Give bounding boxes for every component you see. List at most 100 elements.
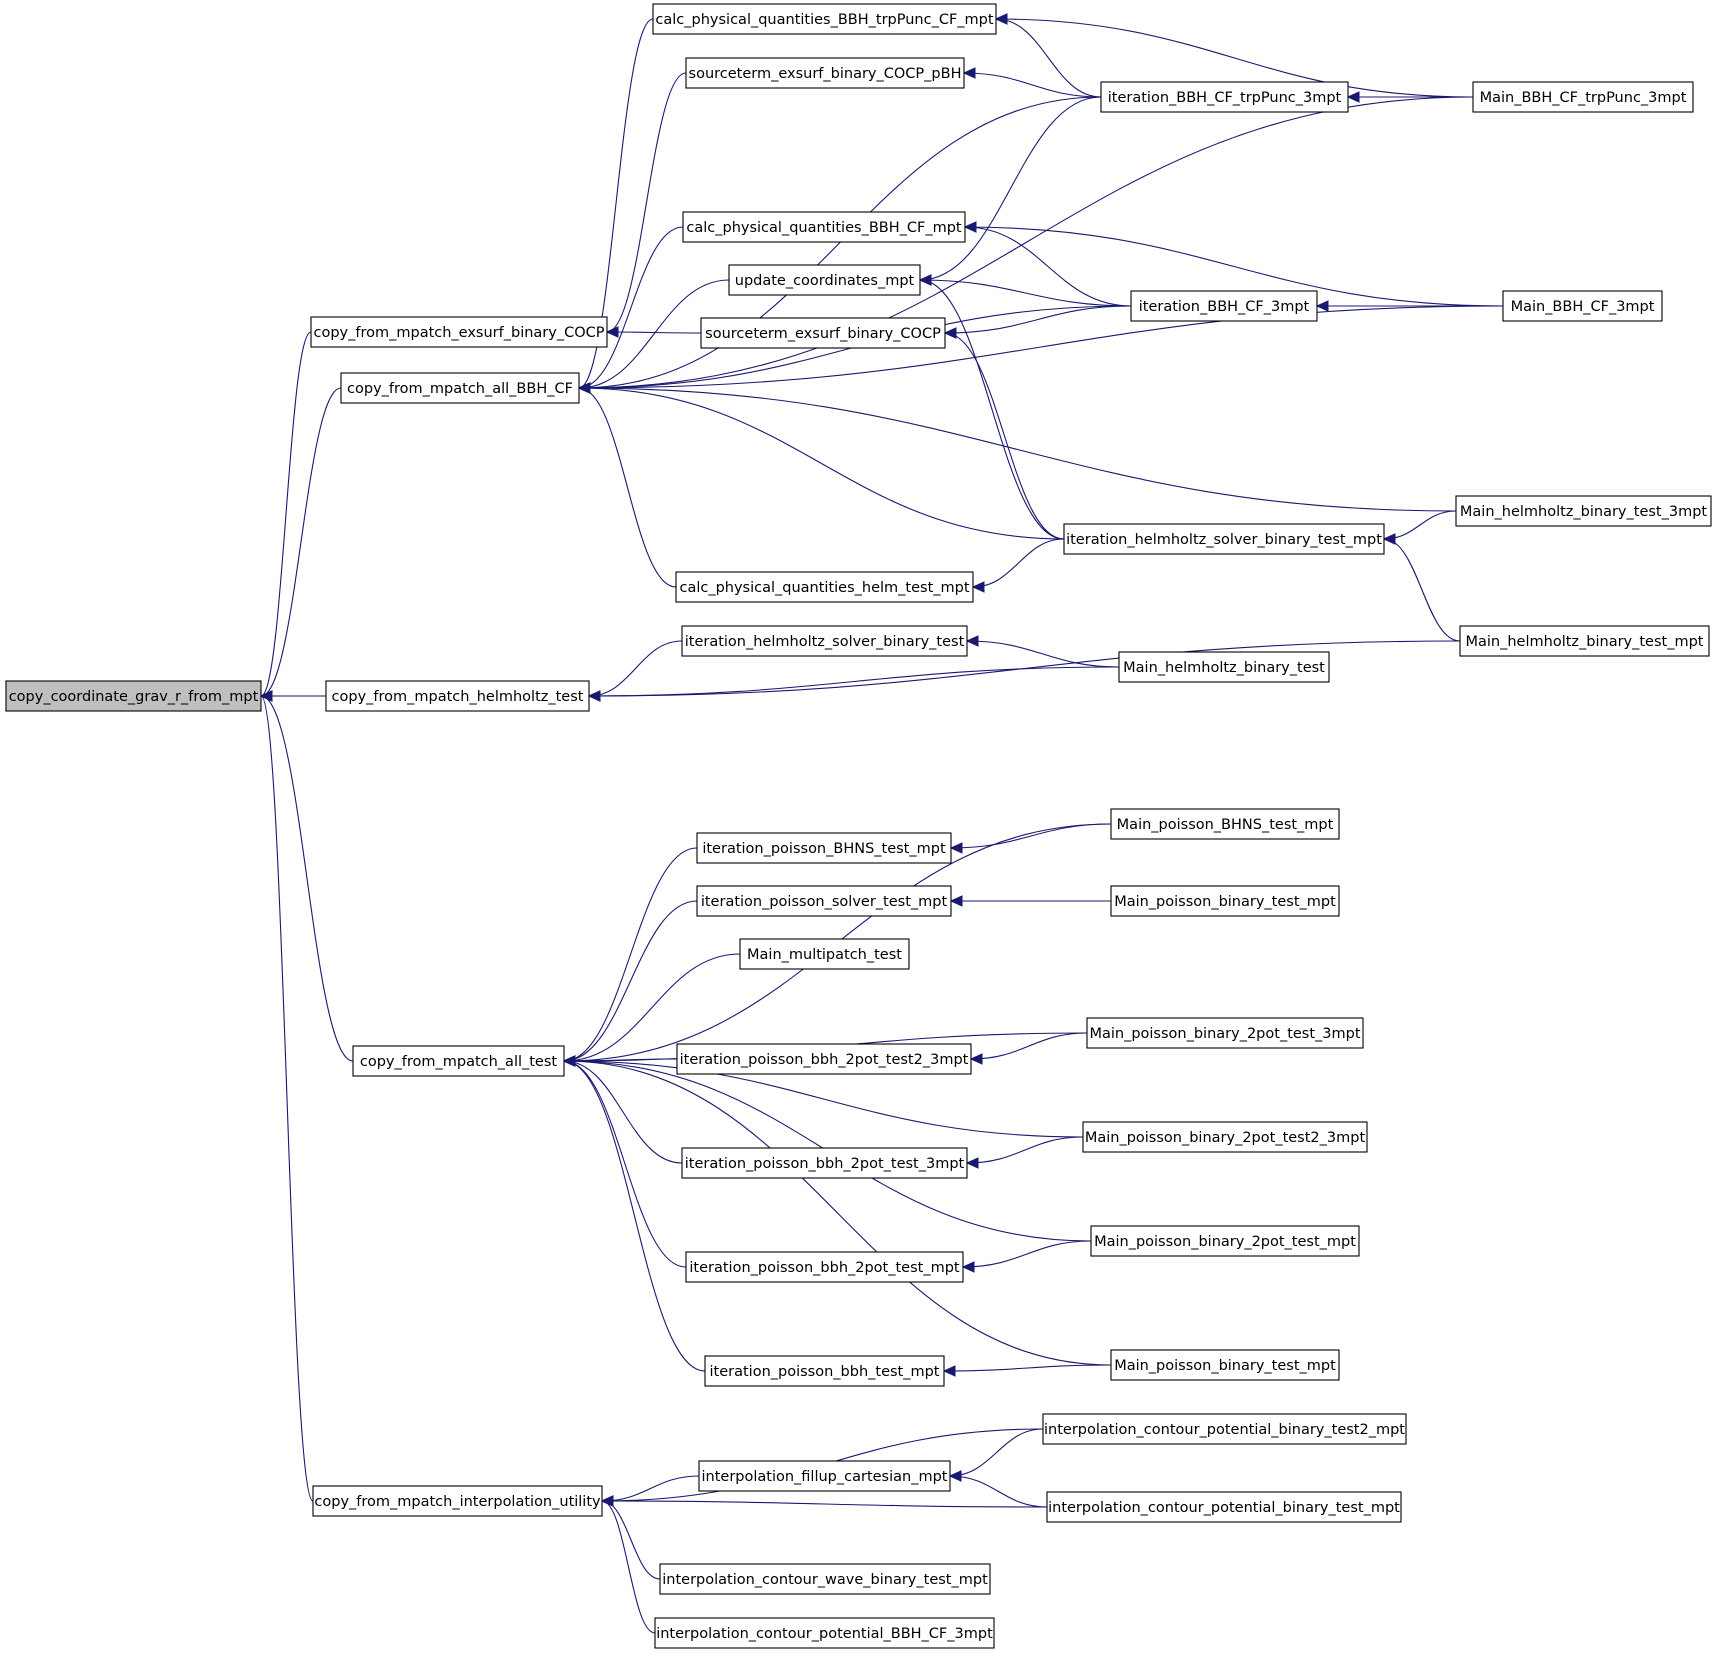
graph-node-main-helm-mpt[interactable]: Main_helmholtz_binary_test_mpt <box>1459 625 1710 657</box>
graph-node-main-pbin[interactable]: Main_poisson_binary_test_mpt <box>1110 885 1340 917</box>
edge-main-2pot2-to-cfm-alltest <box>563 1060 1084 1138</box>
graph-node-src-pbh[interactable]: sourceterm_exsurf_binary_COCP_pBH <box>685 57 965 89</box>
edge-main-helm3-to-cfm-allbbh <box>578 387 1457 512</box>
node-box <box>1090 1225 1360 1257</box>
graph-node-it-helm-mpt[interactable]: iteration_helmholtz_solver_binary_test_m… <box>1063 523 1385 555</box>
graph-node-interp-wave[interactable]: interpolation_contour_wave_binary_test_m… <box>659 1563 991 1595</box>
edge-it-solver-to-cfm-alltest <box>563 900 698 1062</box>
node-box <box>1110 808 1340 840</box>
graph-node-cfm-interp[interactable]: copy_from_mpatch_interpolation_utility <box>312 1485 603 1517</box>
graph-node-main-trp[interactable]: Main_BBH_CF_trpPunc_3mpt <box>1472 81 1694 113</box>
edge-it-trp-to-src-pbh <box>963 72 1102 98</box>
graph-node-it-cf3[interactable]: iteration_BBH_CF_3mpt <box>1130 290 1318 322</box>
node-label: copy_from_mpatch_exsurf_binary_COCP <box>314 325 605 341</box>
graph-node-it-solver[interactable]: iteration_poisson_solver_test_mpt <box>696 885 952 917</box>
node-box <box>685 57 965 89</box>
node-label: sourceterm_exsurf_binary_COCP <box>705 326 941 342</box>
graph-node-it-bhns[interactable]: iteration_poisson_BHNS_test_mpt <box>696 832 952 864</box>
node-box <box>1130 290 1318 322</box>
graph-node-calc-helm[interactable]: calc_physical_quantities_helm_test_mpt <box>675 571 974 603</box>
edge-cfm-allbbh-to-root <box>260 387 342 697</box>
node-label: iteration_poisson_bbh_2pot_test_3mpt <box>685 1156 965 1172</box>
graph-node-cfm-allbbh[interactable]: copy_from_mpatch_all_BBH_CF <box>340 372 580 404</box>
edge-interp-fill-to-cfm-interp <box>601 1475 700 1502</box>
graph-node-interp-bbh[interactable]: interpolation_contour_potential_BBH_CF_3… <box>654 1617 995 1649</box>
graph-node-upd[interactable]: update_coordinates_mpt <box>728 264 921 296</box>
edge-interp-cpt-to-cfm-interp <box>601 1500 1048 1508</box>
graph-node-interp-cpt2[interactable]: interpolation_contour_potential_binary_t… <box>1042 1413 1407 1445</box>
node-box <box>698 1460 951 1492</box>
node-box <box>1110 885 1340 917</box>
graph-node-src-cocp[interactable]: sourceterm_exsurf_binary_COCP <box>700 317 946 349</box>
graph-node-main-2pot3[interactable]: Main_poisson_binary_2pot_test_3mpt <box>1086 1017 1364 1049</box>
arrow-head-icon <box>918 274 932 286</box>
arrow-head-icon <box>971 581 985 593</box>
graph-node-it-trp[interactable]: iteration_BBH_CF_trpPunc_3mpt <box>1100 81 1349 113</box>
edge-it-helm-mpt-to-upd <box>919 279 1065 540</box>
node-label: interpolation_contour_potential_binary_t… <box>1044 1422 1405 1438</box>
graph-node-cfm-alltest[interactable]: copy_from_mpatch_all_test <box>352 1045 565 1077</box>
node-box <box>1100 81 1349 113</box>
graph-node-it-helm[interactable]: iteration_helmholtz_solver_binary_test <box>681 625 968 657</box>
arrow-head-icon <box>1315 300 1329 312</box>
arrow-head-icon <box>961 1261 975 1273</box>
arrow-head-icon <box>942 1365 956 1377</box>
graph-node-cfm-helm[interactable]: copy_from_mpatch_helmholtz_test <box>325 680 590 712</box>
graph-node-interp-fill[interactable]: interpolation_fillup_cartesian_mpt <box>698 1460 951 1492</box>
graph-node-main-helm3[interactable]: Main_helmholtz_binary_test_3mpt <box>1455 495 1712 527</box>
node-box <box>696 885 952 917</box>
node-box <box>700 317 946 349</box>
arrow-head-icon <box>605 326 619 338</box>
edge-it-helm-mpt-to-cfm-allbbh <box>578 387 1065 540</box>
node-box <box>1472 81 1694 113</box>
edge-it-helm-mpt-to-src-cocp <box>944 332 1065 540</box>
node-box <box>1455 495 1712 527</box>
edge-it-trp-to-calc-trp <box>995 18 1102 98</box>
edge-it-2pot3-to-cfm-alltest <box>563 1060 683 1164</box>
edge-interp-bbh-to-cfm-interp <box>601 1500 656 1634</box>
graph-node-calc-cf[interactable]: calc_physical_quantities_BBH_CF_mpt <box>682 211 966 243</box>
edge-main-multi-to-cfm-alltest <box>563 953 741 1062</box>
node-box <box>340 372 580 404</box>
edge-interp-cpt-to-interp-fill <box>949 1475 1048 1508</box>
graph-node-main-2potm[interactable]: Main_poisson_binary_2pot_test_mpt <box>1090 1225 1360 1257</box>
graph-node-it-bbh[interactable]: iteration_poisson_bbh_test_mpt <box>704 1355 945 1387</box>
node-label: copy_coordinate_grav_r_from_mpt <box>9 689 259 705</box>
edge-upd-to-cfm-allbbh <box>578 279 730 389</box>
arrow-head-icon <box>949 842 963 854</box>
node-label: iteration_poisson_solver_test_mpt <box>701 894 948 910</box>
graph-node-interp-cpt[interactable]: interpolation_contour_potential_binary_t… <box>1046 1491 1402 1523</box>
arrow-head-icon <box>965 1157 979 1169</box>
graph-node-main-bhns[interactable]: Main_poisson_BHNS_test_mpt <box>1110 808 1340 840</box>
arrow-head-icon <box>969 1053 983 1065</box>
graph-node-it-2potm[interactable]: iteration_poisson_bbh_2pot_test_mpt <box>685 1251 964 1283</box>
node-box <box>1082 1121 1368 1153</box>
edge-it-cf3-to-src-cocp <box>944 305 1132 334</box>
graph-node-main-multi[interactable]: Main_multipatch_test <box>739 938 910 970</box>
arrow-head-icon <box>994 13 1008 25</box>
graph-node-cfm-exsurf[interactable]: copy_from_mpatch_exsurf_binary_COCP <box>310 316 608 348</box>
graph-node-main-pbin2[interactable]: Main_poisson_binary_test_mpt <box>1110 1349 1340 1381</box>
graph-node-main-2pot2[interactable]: Main_poisson_binary_2pot_test2_3mpt <box>1082 1121 1368 1153</box>
node-box <box>685 1251 964 1283</box>
node-label: Main_helmholtz_binary_test_mpt <box>1466 634 1704 650</box>
node-box <box>681 1147 968 1179</box>
edge-calc-trp-to-cfm-allbbh <box>578 18 654 389</box>
node-label: iteration_BBH_CF_3mpt <box>1139 299 1310 315</box>
node-box <box>696 832 952 864</box>
graph-node-main-cf3[interactable]: Main_BBH_CF_3mpt <box>1502 290 1663 322</box>
graph-node-main-helm[interactable]: Main_helmholtz_binary_test <box>1118 651 1330 683</box>
graph-node-calc-trp[interactable]: calc_physical_quantities_BBH_trpPunc_CF_… <box>652 3 997 35</box>
edge-it-helm-mpt-to-calc-helm <box>972 538 1065 588</box>
graph-node-it-2pot2[interactable]: iteration_poisson_bbh_2pot_test2_3mpt <box>676 1043 972 1075</box>
node-label: Main_poisson_binary_2pot_test_mpt <box>1094 1234 1356 1250</box>
node-box <box>1063 523 1385 555</box>
arrow-head-icon <box>577 382 591 394</box>
edge-src-pbh-to-cfm-exsurf <box>606 72 687 333</box>
graph-node-root[interactable]: copy_coordinate_grav_r_from_mpt <box>5 680 262 712</box>
node-box <box>1110 1349 1340 1381</box>
edge-interp-wave-to-cfm-interp <box>601 1500 661 1580</box>
graph-node-it-2pot3[interactable]: iteration_poisson_bbh_2pot_test_3mpt <box>681 1147 968 1179</box>
edge-calc-cf-to-cfm-allbbh <box>578 226 684 389</box>
